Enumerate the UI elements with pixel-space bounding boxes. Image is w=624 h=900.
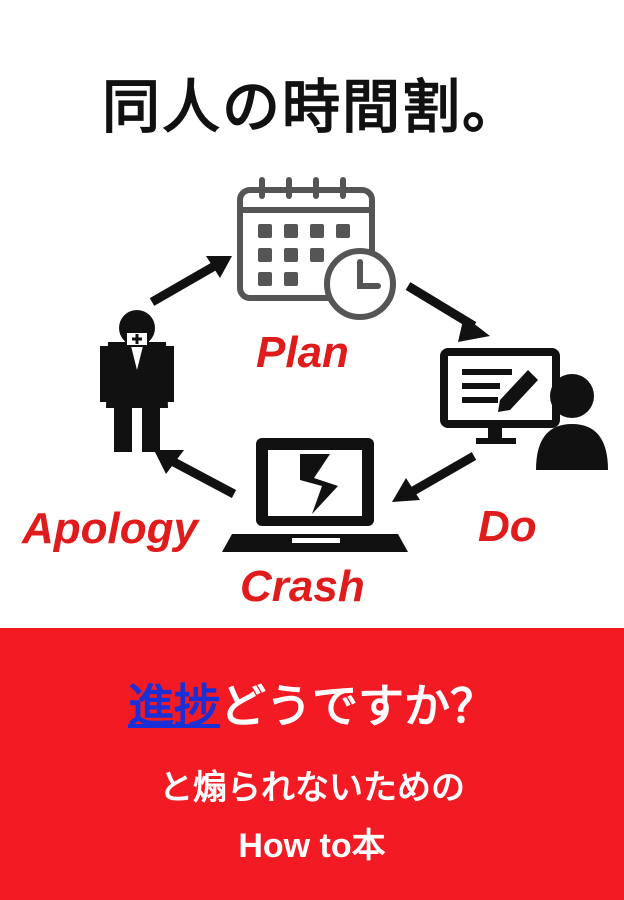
pdca-cycle-diagram <box>100 177 608 552</box>
calendar-clock-icon <box>237 177 396 320</box>
crashed-laptop-icon <box>222 438 408 552</box>
bottom-banner <box>0 628 624 900</box>
banner-headline-rest: どうですか？ <box>220 679 496 733</box>
monitor-person-icon <box>440 348 608 470</box>
apology-label: Apology <box>22 504 198 553</box>
do-label: Do <box>478 502 537 551</box>
arrow-crash-to-apology <box>154 450 237 498</box>
plan-label: Plan <box>256 328 349 377</box>
banner-headline: 進捗どうですか？ <box>0 670 624 736</box>
banner-bottomline: How to本 <box>238 827 386 865</box>
crash-label: Crash <box>240 562 365 611</box>
bowing-businessman-icon <box>100 310 174 452</box>
page-title: 同人の時間割。 <box>101 73 522 141</box>
arrow-apology-to-plan <box>149 256 232 306</box>
banner-highlight-word: 進捗 <box>128 679 220 733</box>
banner-subline: と煽られないための <box>159 768 465 808</box>
arrow-plan-to-do <box>405 282 490 342</box>
arrow-do-to-crash <box>392 452 477 502</box>
cycle-arrows <box>149 256 490 502</box>
